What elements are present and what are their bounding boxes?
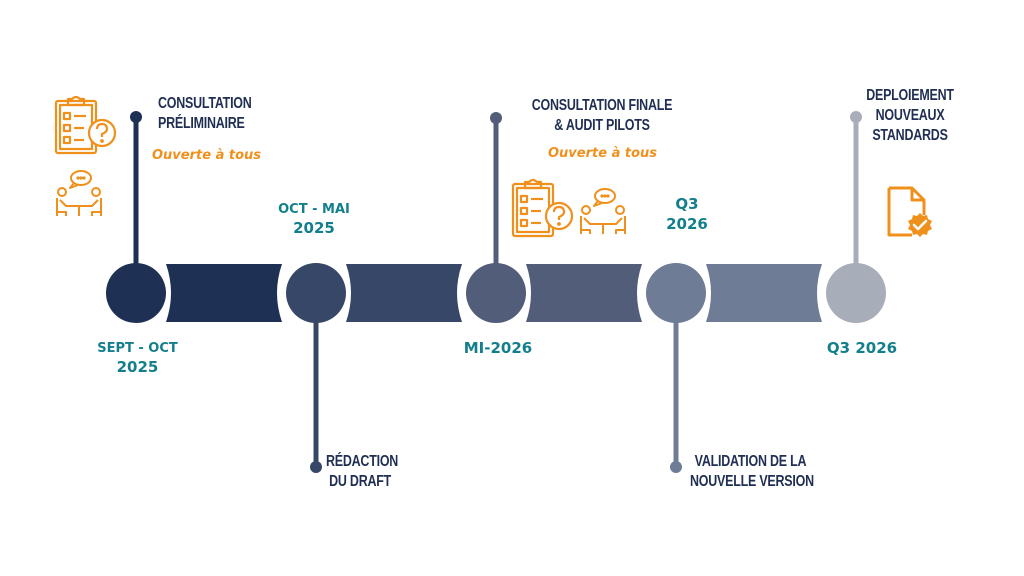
- milestone-title-3: CONSULTATION FINALE & AUDIT PILOTS: [524, 96, 680, 136]
- milestone-title-1: CONSULTATION PRÉLIMINAIRE: [158, 94, 252, 134]
- milestone-node-1: [106, 263, 166, 323]
- milestone-title-line: NOUVELLE VERSION: [690, 473, 814, 490]
- date-line: Q3: [675, 195, 699, 213]
- milestone-title-line: CONSULTATION: [158, 95, 252, 112]
- milestone-date-1: SEPT - OCT 2025: [80, 340, 195, 377]
- timeline-segment-1: [166, 264, 282, 322]
- milestone-title-line: VALIDATION DE LA: [694, 453, 807, 470]
- milestone-title-line: CONSULTATION FINALE: [531, 97, 673, 114]
- stem-dot-5: [850, 111, 862, 123]
- date-line: 2025: [116, 358, 159, 376]
- timeline-segment-2: [346, 264, 462, 322]
- stem-dot-2: [310, 461, 322, 473]
- milestone-title-line: RÉDACTION: [326, 453, 399, 470]
- milestone-date-5: Q3 2026: [810, 340, 914, 357]
- milestone-title-5: DEPLOIEMENT NOUVEAUX STANDARDS: [855, 86, 964, 146]
- milestone-node-2: [286, 263, 346, 323]
- stem-dot-3: [490, 112, 502, 124]
- date-line: SEPT - OCT: [97, 341, 178, 356]
- milestone-subtitle-2: Ouverte à tous: [548, 146, 658, 161]
- milestone-title-line: NOUVEAUX: [875, 107, 945, 124]
- milestone-title-2: RÉDACTION DU DRAFT: [326, 452, 398, 492]
- date-line: MI-2026: [463, 339, 533, 357]
- stem-dot-4: [670, 461, 682, 473]
- certified-document-icon: [887, 186, 932, 237]
- date-line: Q3 2026: [826, 339, 898, 357]
- milestone-node-3: [466, 263, 526, 323]
- milestone-date-3: MI-2026: [448, 340, 548, 357]
- date-line: 2025: [293, 219, 335, 237]
- milestone-node-5: [826, 263, 886, 323]
- date-line: 2026: [666, 215, 708, 233]
- meeting-discussion-icon: [580, 188, 626, 234]
- milestone-title-line: PRÉLIMINAIRE: [158, 115, 245, 132]
- clipboard-question-icon: [54, 95, 117, 155]
- milestone-date-2: OCT - MAI 2025: [262, 201, 366, 238]
- milestone-node-4: [646, 263, 706, 323]
- milestone-title-line: DU DRAFT: [329, 473, 392, 490]
- milestone-title-4: VALIDATION DE LA NOUVELLE VERSION: [690, 452, 814, 492]
- milestone-date-4: Q3 2026: [652, 194, 722, 234]
- meeting-discussion-icon: [56, 170, 102, 216]
- clipboard-question-icon: [511, 178, 574, 238]
- milestone-title-line: DEPLOIEMENT: [866, 87, 954, 104]
- milestone-title-line: STANDARDS: [872, 127, 948, 144]
- timeline-segment-3: [526, 264, 642, 322]
- milestone-subtitle-1: Ouverte à tous: [152, 148, 262, 163]
- date-line: OCT - MAI: [278, 202, 350, 217]
- milestone-title-line: & AUDIT PILOTS: [554, 117, 650, 134]
- stem-dot-1: [130, 111, 142, 123]
- timeline-segment-4: [706, 264, 822, 322]
